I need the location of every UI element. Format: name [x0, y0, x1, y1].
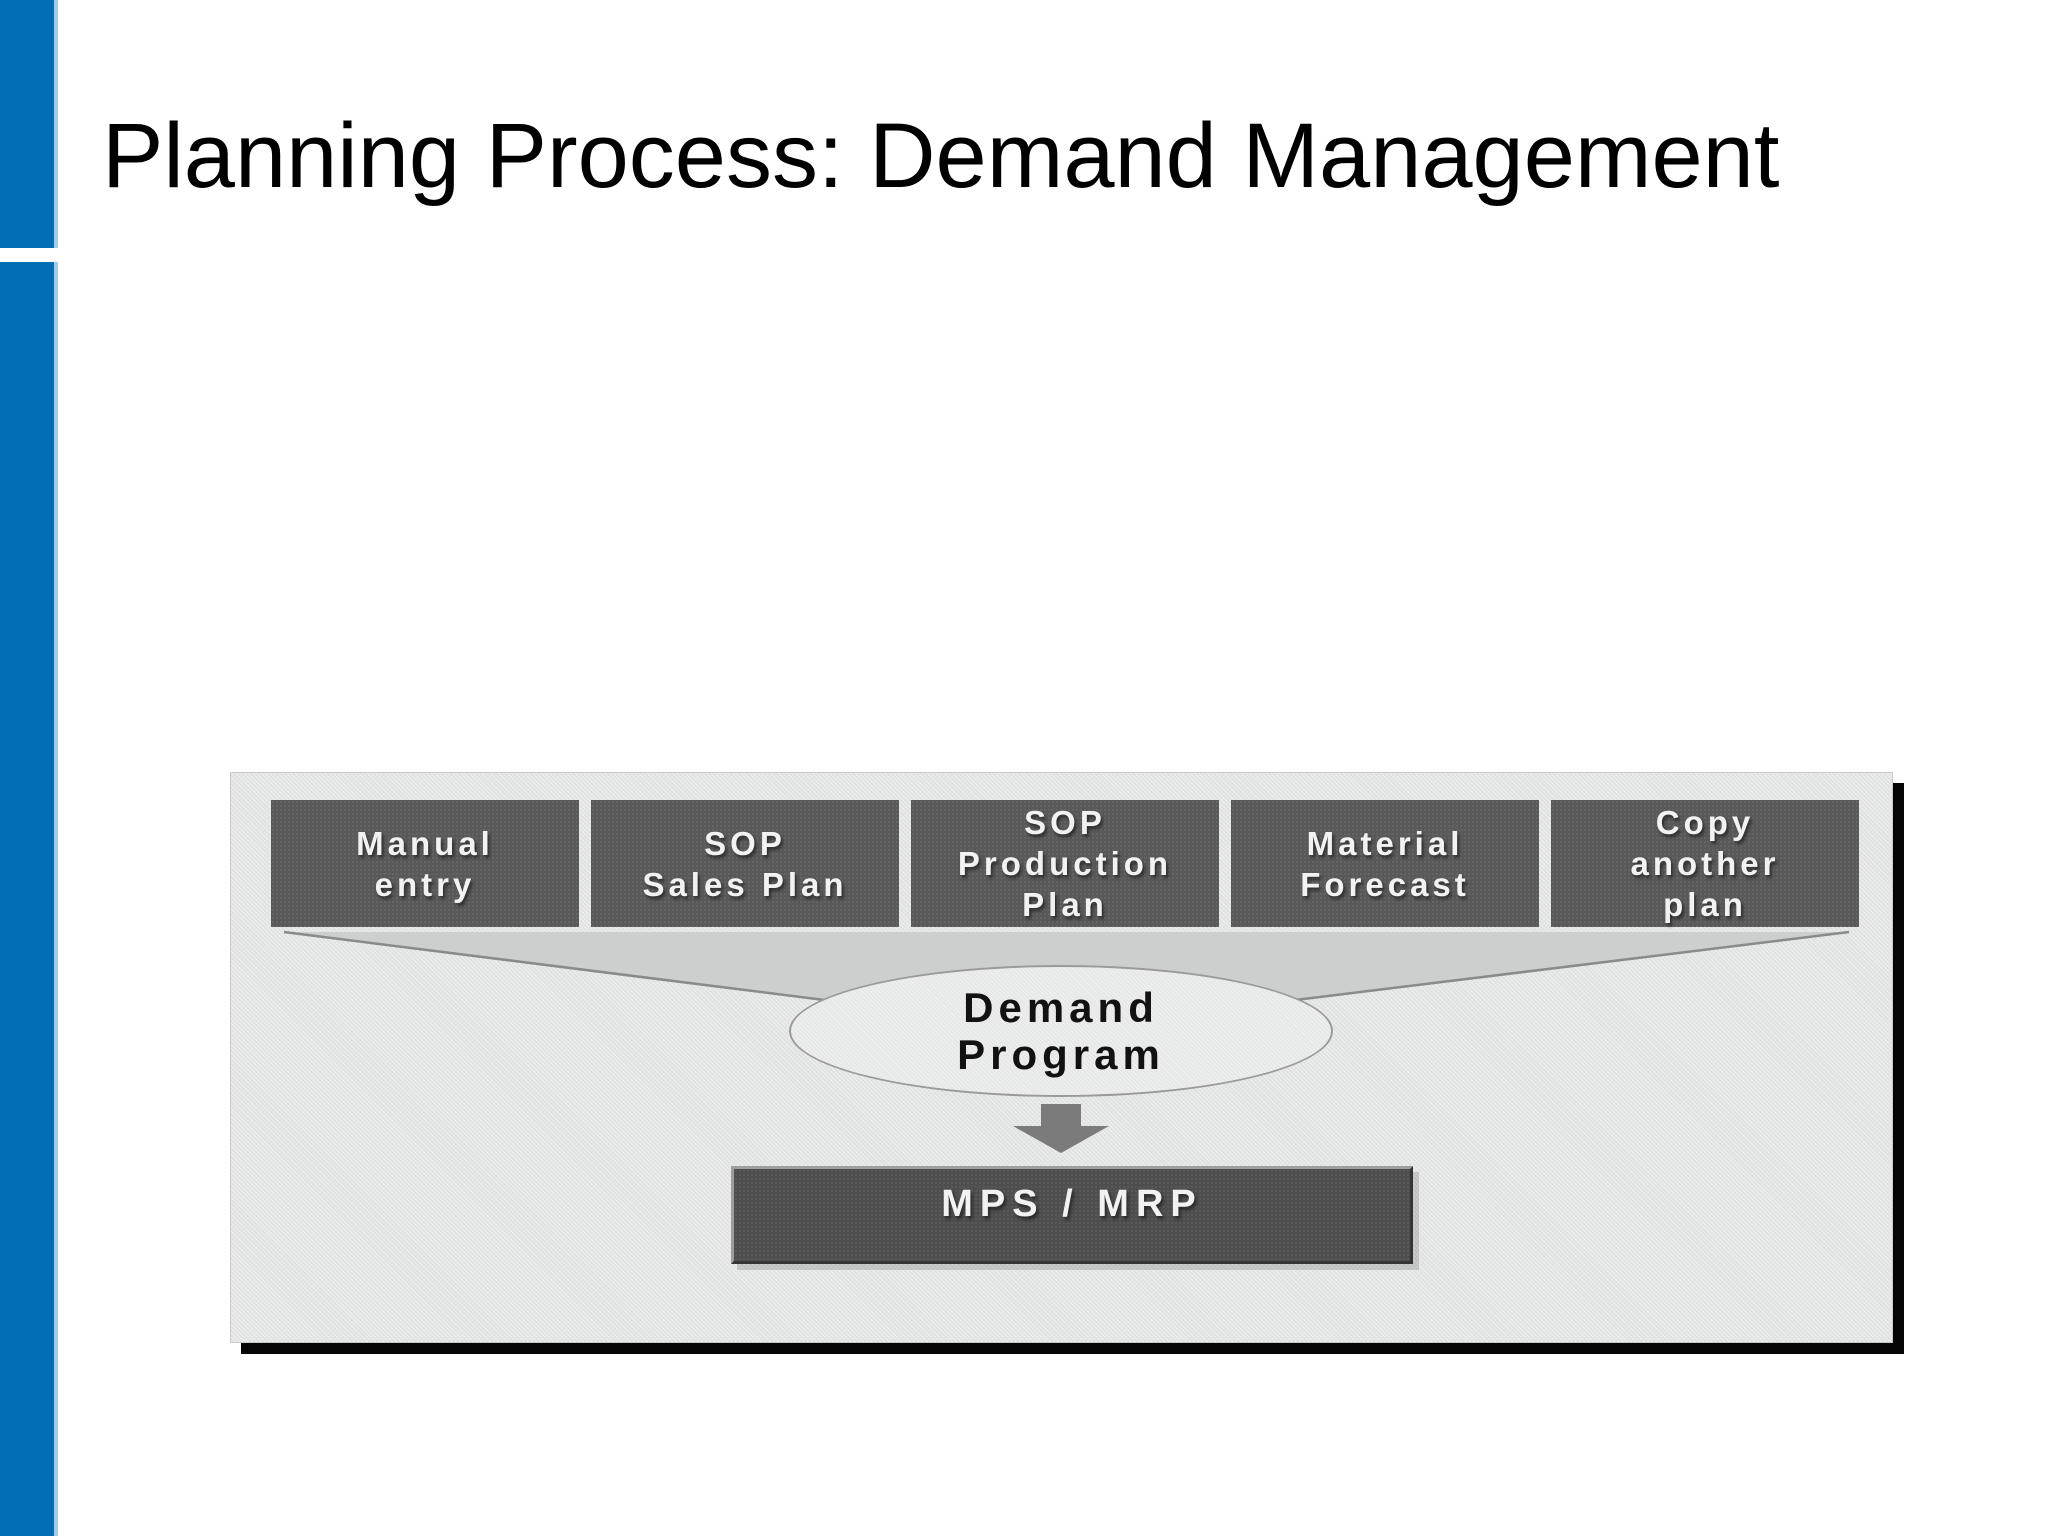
- source-box-label: Material Forecast: [1300, 824, 1470, 903]
- source-box-label: Manual entry: [356, 824, 494, 903]
- source-box-material-forecast: Material Forecast: [1231, 800, 1539, 927]
- mps-mrp-box: MPS / MRP: [731, 1166, 1413, 1264]
- funnel-left-line: [283, 930, 857, 1006]
- source-box-sop-sales-plan: SOP Sales Plan: [591, 800, 899, 927]
- source-box-manual-entry: Manual entry: [271, 800, 579, 927]
- down-arrow-icon: [1013, 1104, 1109, 1153]
- diagram-panel: Manual entry SOP Sales Plan SOP Producti…: [230, 772, 1893, 1343]
- funnel-right-line: [1262, 930, 1850, 1006]
- demand-program-ellipse: Demand Program: [789, 965, 1333, 1097]
- source-box-label: SOP Production Plan: [957, 804, 1173, 923]
- source-box-copy-another-plan: Copy another plan: [1551, 800, 1859, 927]
- accent-bar-bottom-segment: [0, 262, 58, 1536]
- accent-bar-top-segment: [0, 0, 58, 248]
- page-title: Planning Process: Demand Management: [102, 105, 1780, 207]
- source-box-sop-production-plan: SOP Production Plan: [911, 800, 1219, 927]
- mps-mrp-label: MPS / MRP: [941, 1183, 1203, 1225]
- source-box-label: SOP Sales Plan: [642, 824, 848, 903]
- demand-program-label: Demand Program: [957, 984, 1165, 1078]
- source-box-label: Copy another plan: [1630, 804, 1780, 923]
